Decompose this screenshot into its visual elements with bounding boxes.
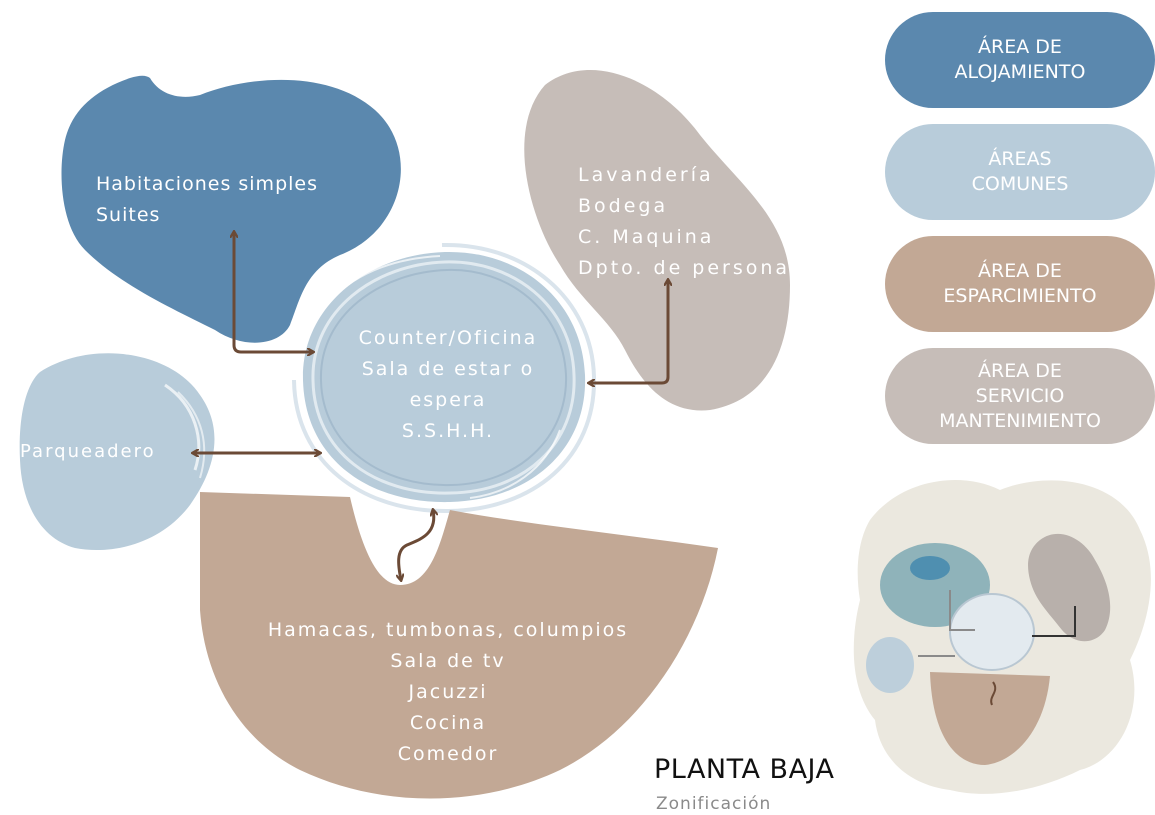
legend-servicio: ÁREA DE SERVICIO MANTENIMIENTO <box>885 348 1155 444</box>
servicio-line-3: C. Maquina <box>578 226 715 248</box>
arrow-servicio <box>589 280 668 383</box>
legend-esparcimiento: ÁREA DE ESPARCIMIENTO <box>885 236 1155 332</box>
servicio-line-2: Bodega <box>578 195 669 217</box>
counter-line-3: espera <box>409 389 487 411</box>
parqueadero-line-1: Parqueadero <box>20 441 156 462</box>
legend-esparcimiento-line-2: ESPARCIMIENTO <box>943 285 1097 307</box>
counter-line-2: Sala de estar o <box>361 358 535 380</box>
legend-comunes-line-2: COMUNES <box>971 173 1069 195</box>
legend-servicio-line-2: SERVICIO <box>975 384 1065 407</box>
legend-comunes: ÁREAS COMUNES <box>885 124 1155 220</box>
arrow-habitaciones <box>234 232 313 352</box>
esparcimiento-zone <box>200 492 718 799</box>
legend-alojamiento: ÁREA DE ALOJAMIENTO <box>885 12 1155 108</box>
esparcimiento-label: Hamacas, tumbonas, columpios Sala de tv … <box>248 615 648 770</box>
esparcimiento-line-4: Cocina <box>409 712 487 734</box>
servicio-zone <box>524 69 790 411</box>
servicio-line-4: Dpto. de persona <box>578 257 791 279</box>
counter-zone <box>292 242 597 514</box>
site-thumbnail <box>853 480 1151 794</box>
arrow-esparcimiento <box>399 510 434 580</box>
page-subtitle: Zonificación <box>656 794 772 814</box>
legend-alojamiento-line-2: ALOJAMIENTO <box>954 61 1086 83</box>
habitaciones-label: Habitaciones simples Suites <box>96 169 318 231</box>
page-title: PLANTA BAJA <box>654 754 835 785</box>
legend-alojamiento-line-1: ÁREA DE <box>978 36 1062 58</box>
habitaciones-line-1: Habitaciones simples <box>96 173 318 195</box>
esparcimiento-line-3: Jacuzzi <box>408 681 488 703</box>
legend-servicio-line-1: ÁREA DE <box>978 359 1062 382</box>
esparcimiento-line-1: Hamacas, tumbonas, columpios <box>267 619 629 641</box>
habitaciones-line-2: Suites <box>96 204 161 226</box>
esparcimiento-line-2: Sala de tv <box>390 650 506 672</box>
alojamiento-zone <box>61 75 401 343</box>
esparcimiento-line-5: Comedor <box>397 743 499 765</box>
parqueadero-zone <box>19 353 215 551</box>
counter-label: Counter/Oficina Sala de estar o espera S… <box>343 323 553 447</box>
legend-esparcimiento-line-1: ÁREA DE <box>978 260 1062 282</box>
legend-comunes-line-1: ÁREAS <box>988 148 1052 170</box>
servicio-label: Lavandería Bodega C. Maquina Dpto. de pe… <box>578 160 790 284</box>
parqueadero-label: Parqueadero <box>20 436 156 467</box>
servicio-line-1: Lavandería <box>578 164 714 186</box>
counter-line-4: S.S.H.H. <box>401 420 495 442</box>
legend-servicio-line-3: MANTENIMIENTO <box>939 409 1101 432</box>
counter-line-1: Counter/Oficina <box>358 327 538 349</box>
